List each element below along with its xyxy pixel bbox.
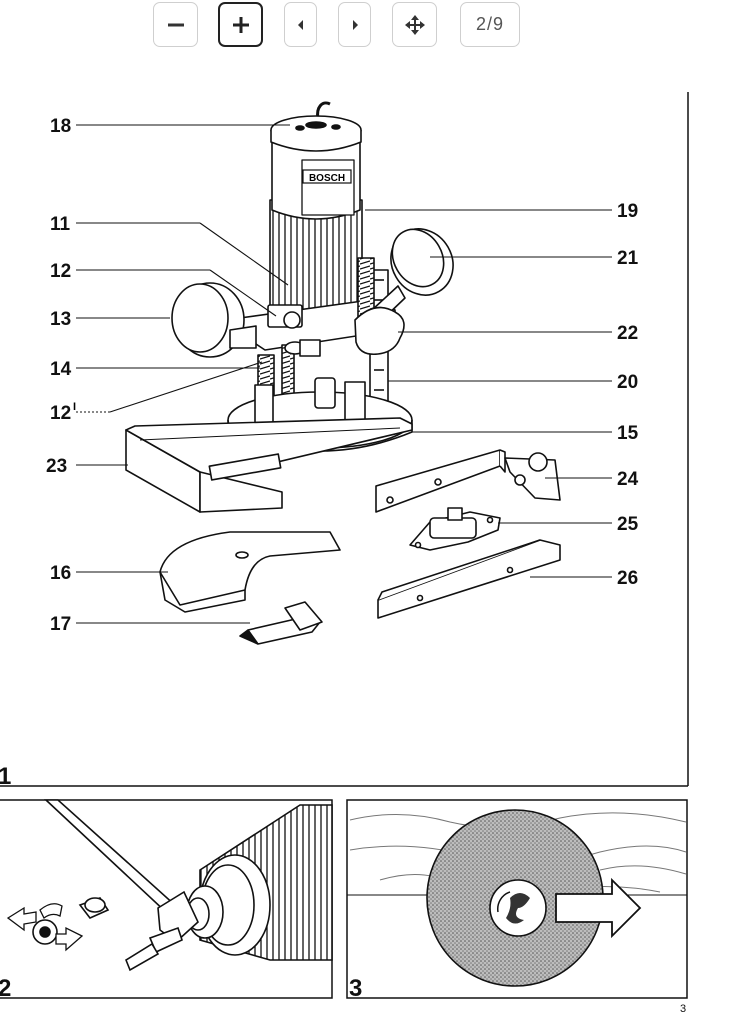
minus-icon	[167, 23, 184, 26]
figure-3: 3	[346, 799, 688, 1002]
part-labels: 18 11 12 13 14 12 I 23 16 17 19 21 22 20…	[46, 116, 639, 635]
label-21: 21	[617, 248, 639, 269]
label-26: 26	[617, 568, 638, 589]
label-24: 24	[617, 469, 639, 490]
manual-page: 18 11 12 13 14 12 I 23 16 17 19 21 22 20…	[0, 62, 735, 1024]
brand-plate	[302, 169, 352, 184]
zoom-in-button[interactable]	[218, 2, 263, 47]
label-25: 25	[617, 514, 639, 535]
pan-button[interactable]	[392, 2, 437, 47]
figure-3-number: 3	[349, 975, 362, 1002]
page-number: 3	[680, 1003, 686, 1015]
label-20: 20	[617, 372, 638, 393]
label-12-prime: 12	[50, 403, 71, 424]
label-22: 22	[617, 323, 638, 344]
label-16: 16	[50, 563, 71, 584]
viewer-toolbar: 2/9	[0, 0, 735, 62]
router-drawing	[125, 101, 454, 513]
page-indicator[interactable]: 2/9	[460, 2, 520, 47]
previous-page-button[interactable]	[284, 2, 317, 47]
label-15: 15	[617, 423, 639, 444]
next-page-button[interactable]	[338, 2, 371, 47]
label-18: 18	[50, 116, 71, 137]
label-11: 11	[50, 214, 71, 235]
label-19: 19	[617, 201, 638, 222]
label-14: 14	[50, 359, 72, 380]
label-17: 17	[50, 614, 71, 635]
manual-illustration: 18 11 12 13 14 12 I 23 16 17 19 21 22 20…	[0, 92, 689, 1015]
move-arrows-icon	[404, 14, 425, 35]
plus-icon	[232, 16, 249, 33]
figure-2-number: 2	[0, 975, 11, 1002]
leader-lines	[76, 124, 612, 624]
figure-2: 2	[0, 799, 333, 1002]
accessory-parts	[159, 449, 561, 645]
figure-1-number: 1	[0, 763, 11, 790]
label-12: 12	[50, 261, 71, 282]
label-12-prime-mark: I	[73, 401, 76, 413]
figure-1-frame	[0, 92, 689, 787]
label-13: 13	[50, 309, 71, 330]
caret-left-icon	[297, 19, 303, 30]
caret-right-icon	[352, 19, 358, 30]
page-indicator-text: 2/9	[475, 14, 505, 34]
label-23: 23	[46, 456, 67, 477]
brand-logo-text: BOSCH	[309, 173, 345, 184]
zoom-out-button[interactable]	[153, 2, 198, 47]
